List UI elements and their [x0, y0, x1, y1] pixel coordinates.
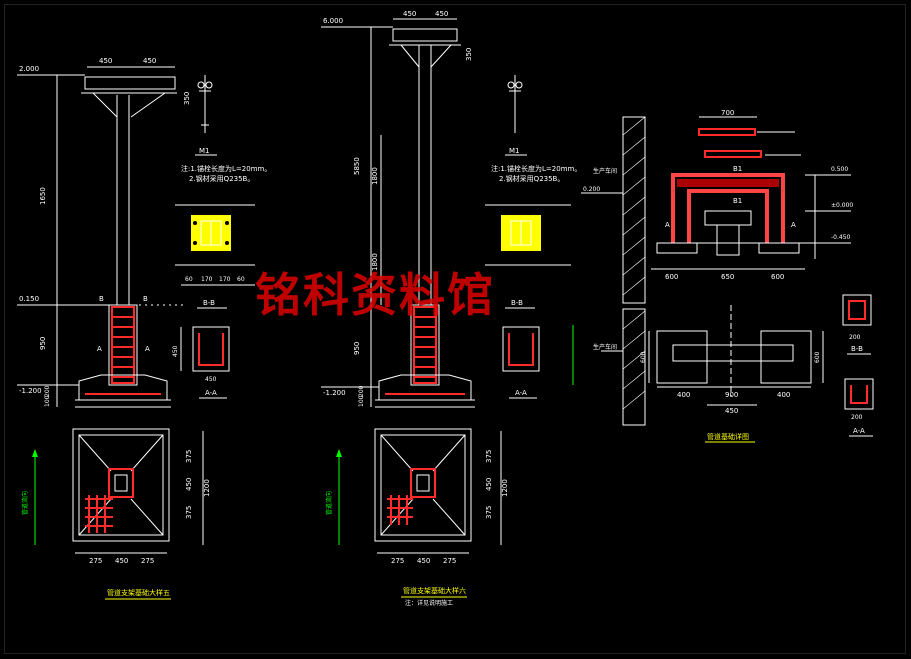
right-elev4: 0.200 — [583, 186, 600, 193]
right-label-b1-top: B1 — [733, 165, 742, 173]
mid-elev-bot: -1.200 — [323, 389, 346, 397]
left-note-2: 2.钢材采用Q235B。 — [189, 174, 254, 183]
left-dim-top-r: 450 — [143, 57, 156, 65]
left-m1-label: M1 — [199, 147, 210, 155]
left-note-1: 注:1.锚栓长度为L=20mm。 — [181, 164, 271, 173]
right-foundation: 生产车间 0.200 700 B1 B1 A A 0.500 ±0.000 -0… — [572, 109, 874, 443]
mid-dim-h-top: 350 — [465, 48, 473, 61]
mid-m1-label: M1 — [509, 147, 520, 155]
mid-elev-top: 6.000 — [323, 17, 343, 25]
left-plan-vdim-1: 375 — [185, 450, 193, 463]
left-bb-dim-4: 60 — [237, 276, 245, 283]
left-dim-ped: 950 — [39, 337, 47, 350]
mid-plan-dim-1: 275 — [391, 557, 404, 565]
left-bb-label: B-B — [203, 299, 215, 307]
right-side-dim-l: 600 — [640, 351, 647, 363]
right-label-a-l: A — [665, 221, 670, 229]
left-support-plan: 275 450 275 375 450 375 1200 管道流向 管道支架基础… — [21, 428, 211, 600]
left-support-elevation: 2.000 0.150 -1.200 1650 950 200 100 450 … — [17, 57, 191, 408]
left-plan-dim-3: 275 — [141, 557, 154, 565]
mid-plan-vdim-3: 375 — [485, 506, 493, 519]
right-dim-bottom-3: 600 — [771, 273, 784, 281]
left-dim-base1: 200 — [44, 385, 51, 397]
mid-plan-vdim-total: 1200 — [501, 479, 509, 497]
mid-plan-dim-3: 275 — [443, 557, 456, 565]
mid-plan-dim-2: 450 — [417, 557, 430, 565]
left-dim-top-l: 450 — [99, 57, 112, 65]
left-support-title: 管道支架基础大样五 — [107, 588, 170, 597]
left-bb-dim-2: 170 — [201, 276, 213, 283]
right-aa-dim: 200 — [851, 414, 863, 421]
left-aa-dim-w: 450 — [205, 376, 217, 383]
right-plan-title: 管道基础详图 — [707, 432, 749, 441]
right-bb-label: B-B — [851, 345, 863, 353]
left-plan-vdim-3: 375 — [185, 506, 193, 519]
right-label-a-r: A — [791, 221, 796, 229]
right-aa-label: A-A — [853, 427, 865, 435]
left-details: M1 注:1.锚栓长度为L=20mm。 2.钢材采用Q235B。 60 170 … — [172, 75, 271, 399]
left-elev-top: 2.000 — [19, 65, 39, 73]
mid-support-subtitle: 注：详见说明施工 — [405, 599, 453, 607]
right-elev3: -0.450 — [831, 234, 851, 241]
right-dim-top: 700 — [721, 109, 734, 117]
right-wall-label: 生产车间 — [593, 167, 617, 175]
mid-dim-mid2: 1800 — [371, 253, 379, 271]
right-elev1: 0.500 — [831, 166, 848, 173]
mid-note-1: 注:1.锚栓长度为L=20mm。 — [491, 164, 581, 173]
mid-aa-label: A-A — [515, 389, 527, 397]
right-plan-dim-450: 450 — [725, 407, 738, 415]
left-aa-dim: 450 — [172, 345, 179, 357]
left-plan-vdim-2: 450 — [185, 478, 193, 491]
mid-dim-base2: 100 — [358, 395, 365, 407]
mid-plan-vdim-2: 450 — [485, 478, 493, 491]
right-dim-bottom-2: 650 — [721, 273, 734, 281]
mid-note-2: 2.钢材采用Q235B。 — [499, 174, 564, 183]
right-dim-bottom-1: 600 — [665, 273, 678, 281]
left-plan-vdim-total: 1200 — [203, 479, 211, 497]
left-plan-dim-2: 450 — [115, 557, 128, 565]
left-dim-base2: 100 — [44, 395, 51, 407]
mid-dim-base1: 200 — [358, 385, 365, 397]
mid-support-plan: 275 450 275 375 450 375 1200 管道流向 管道支架基础… — [325, 428, 509, 607]
drawing-canvas[interactable]: 2.000 0.150 -1.200 1650 950 200 100 450 … — [4, 4, 906, 654]
right-plan-dim-1: 400 — [677, 391, 690, 399]
left-section-a2: A — [145, 345, 150, 353]
mid-support-elevation: 6.000 -1.200 5850 1800 1800 950 200 100 … — [321, 10, 475, 408]
right-plan-dim-3: 400 — [777, 391, 790, 399]
mid-dim-mid1: 1800 — [371, 167, 379, 185]
mid-support-title: 管道支架基础大样六 — [403, 586, 466, 595]
right-bb-dim: 200 — [849, 334, 861, 341]
left-bb-dim-1: 60 — [185, 276, 193, 283]
left-dim-h-top: 350 — [183, 92, 191, 105]
left-aa-label: A-A — [205, 389, 217, 397]
mid-dim-ped: 950 — [353, 342, 361, 355]
mid-bb-label: B-B — [511, 299, 523, 307]
left-elev-mid: 0.150 — [19, 295, 39, 303]
mid-details: M1 注:1.锚栓长度为L=20mm。 2.钢材采用Q235B。 B-B A-A — [485, 75, 581, 399]
watermark-text: 铭科资料馆 — [255, 268, 495, 322]
left-section-b2: B — [143, 295, 148, 303]
left-bb-dim-3: 170 — [219, 276, 231, 283]
left-elev-bot: -1.200 — [19, 387, 42, 395]
mid-dim-top-r: 450 — [435, 10, 448, 18]
cad-drawing: 2.000 0.150 -1.200 1650 950 200 100 450 … — [17, 10, 874, 607]
mid-flow-label: 管道流向 — [325, 491, 333, 515]
mid-dim-height: 5850 — [353, 157, 361, 175]
left-dim-height: 1650 — [39, 187, 47, 205]
left-flow-label: 管道流向 — [21, 491, 29, 515]
left-section-b1: B — [99, 295, 104, 303]
right-label-b1: B1 — [733, 197, 742, 205]
mid-plan-vdim-1: 375 — [485, 450, 493, 463]
mid-dim-top-l: 450 — [403, 10, 416, 18]
left-section-a1: A — [97, 345, 102, 353]
right-side-dim-r: 600 — [814, 351, 821, 363]
right-elev2: ±0.000 — [831, 202, 853, 209]
right-wall-label-2: 生产车间 — [593, 343, 617, 351]
right-plan-dim-2: 900 — [725, 391, 738, 399]
left-plan-dim-1: 275 — [89, 557, 102, 565]
